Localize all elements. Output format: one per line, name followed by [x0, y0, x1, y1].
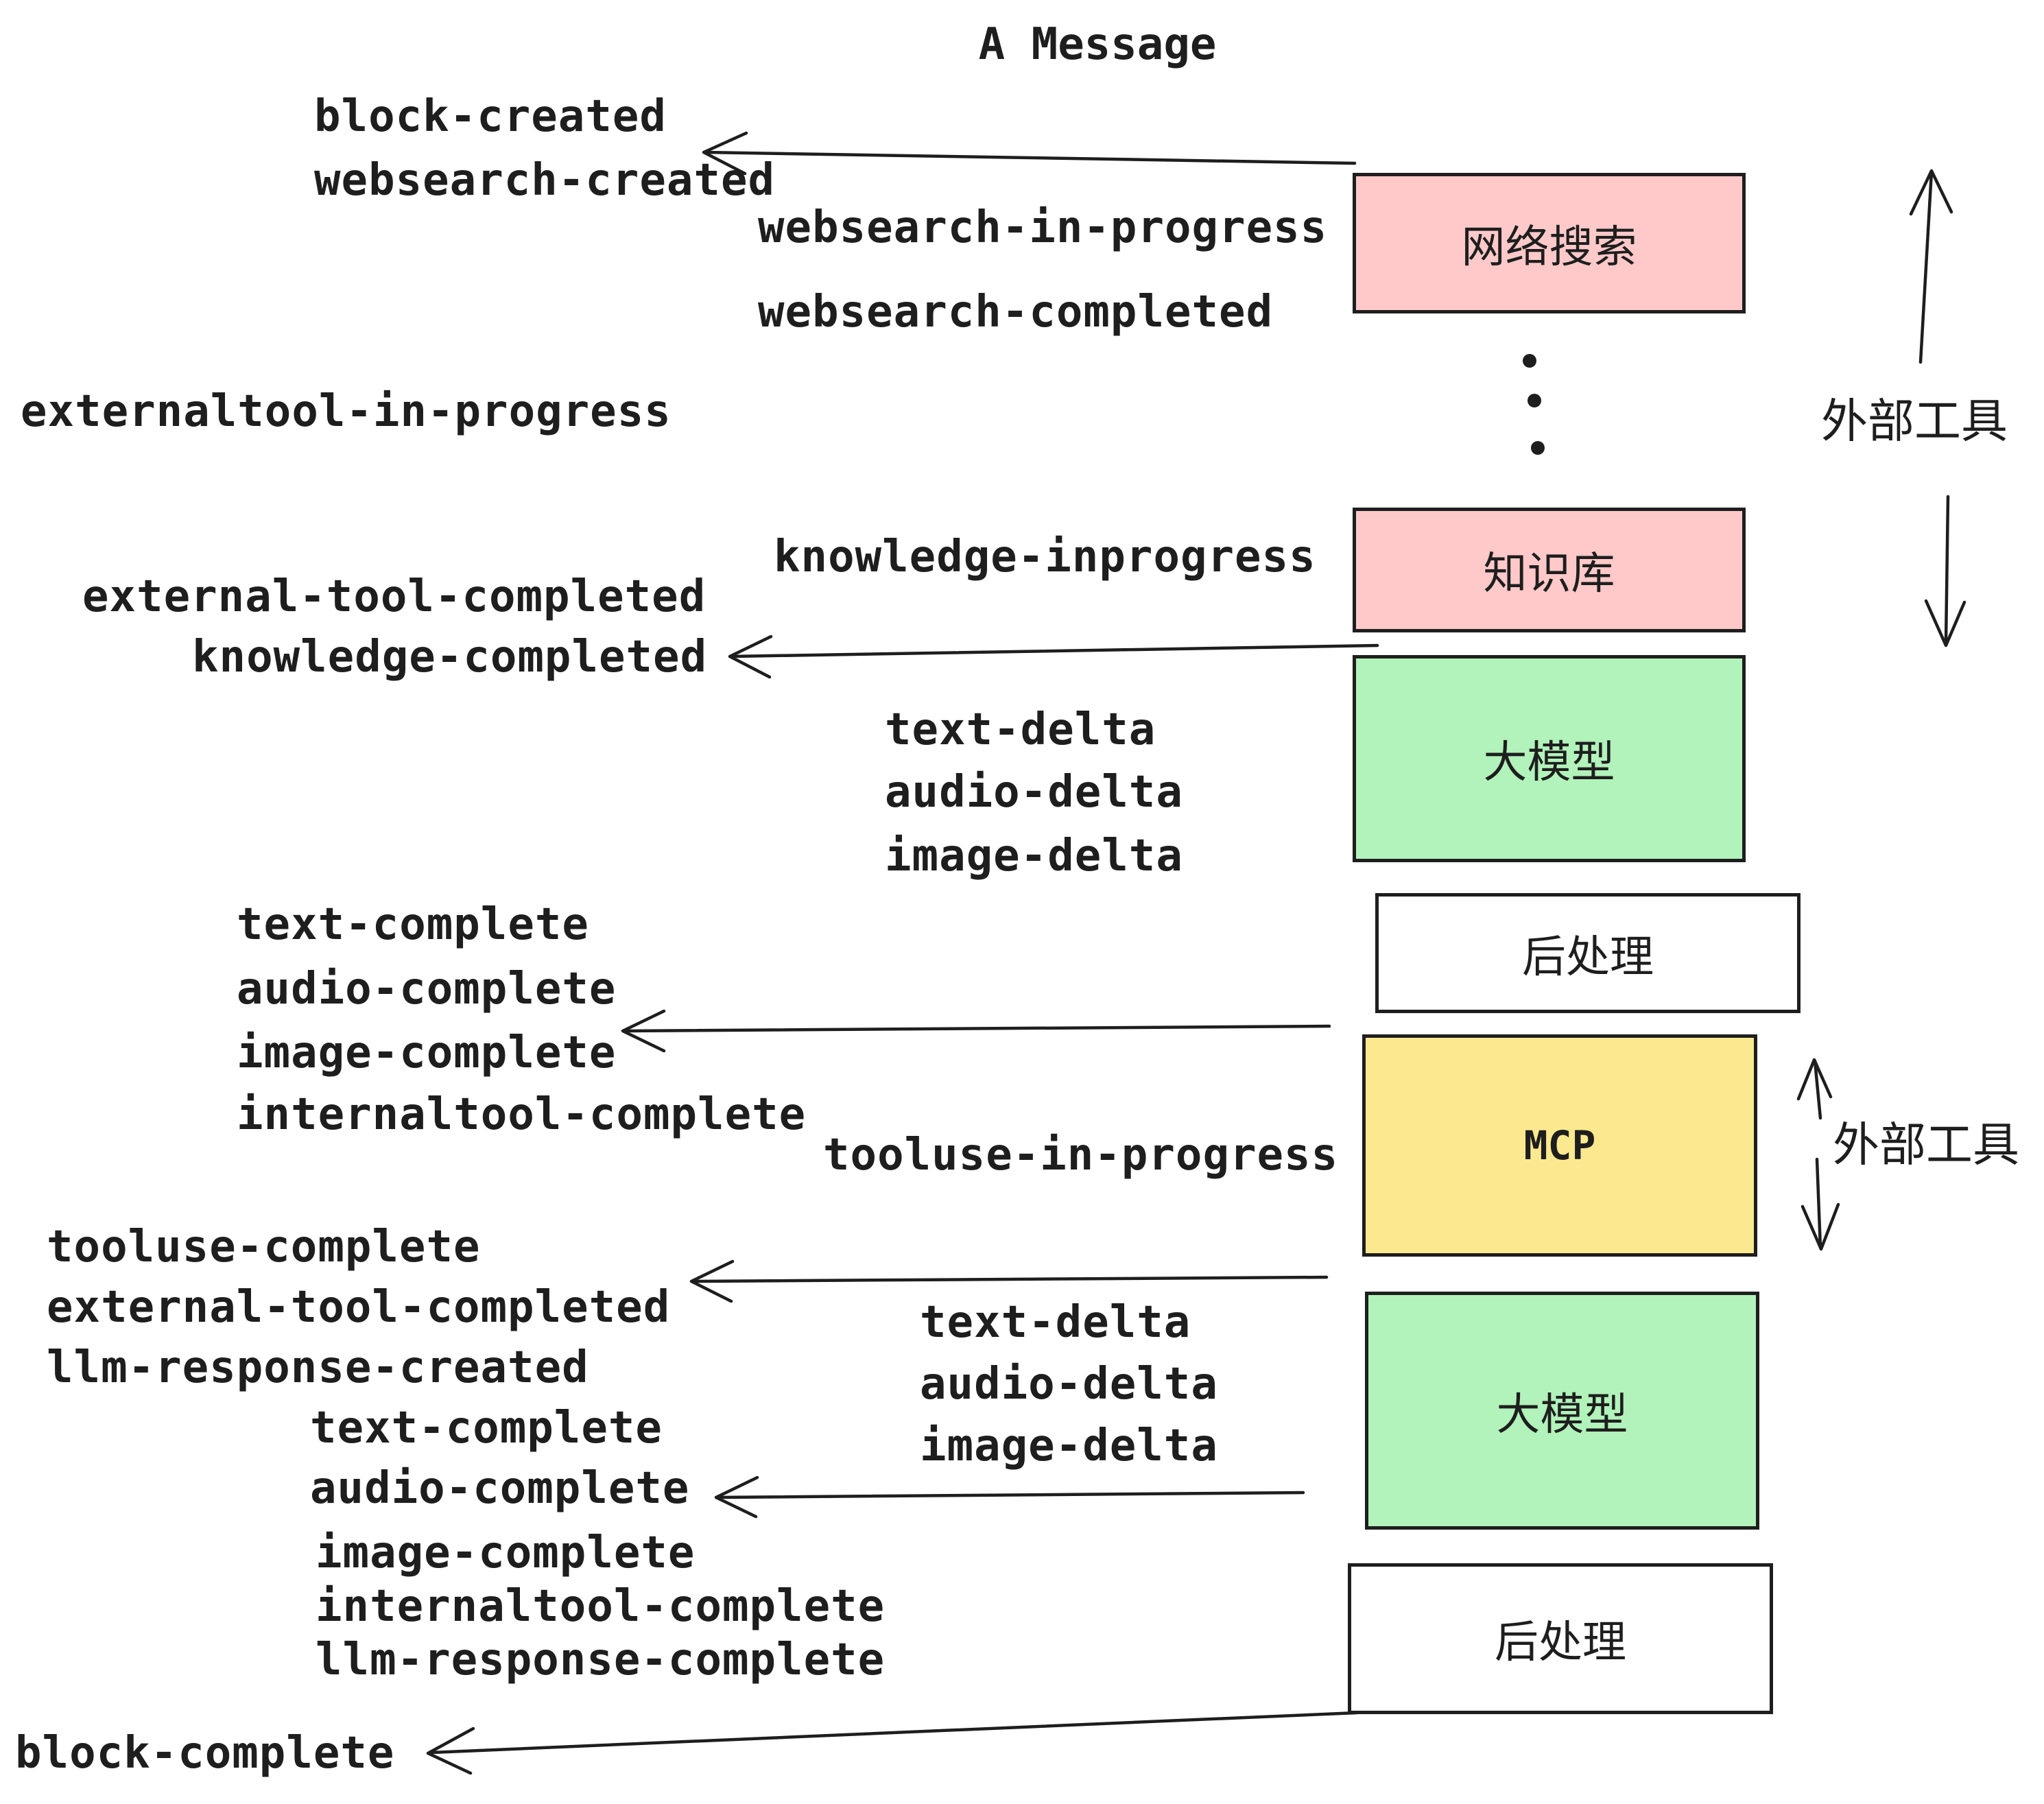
arrow-to-image-complete: [621, 1009, 1331, 1053]
event-block-created: block-created: [314, 91, 667, 142]
node-knowledge: 知识库: [1353, 508, 1746, 632]
node-llm-1-label: 大模型: [1483, 737, 1615, 787]
node-mcp: MCP: [1362, 1034, 1757, 1257]
arrow-to-knowledge-completed: [728, 634, 1379, 679]
event-websearch-created: websearch-created: [314, 155, 776, 206]
event-internaltool-complete-2: internaltool-complete: [316, 1581, 886, 1632]
external-tools-up-arrow-top: [1909, 169, 1953, 364]
ellipsis-dots: [1523, 354, 1545, 455]
external-tools-label-top: 外部工具: [1821, 395, 2008, 448]
event-tooluse-in-progress: tooluse-in-progress: [823, 1130, 1339, 1180]
node-postprocess-1: 后处理: [1375, 893, 1801, 1013]
arrow-to-audio-complete: [714, 1475, 1305, 1519]
node-llm-2-label: 大模型: [1496, 1389, 1628, 1439]
event-websearch-in-progress: websearch-in-progress: [758, 202, 1328, 253]
event-text-complete-1: text-complete: [237, 899, 589, 950]
node-llm-1: 大模型: [1353, 655, 1746, 862]
diagram-title: A Message: [978, 19, 1217, 70]
event-audio-complete-1: audio-complete: [237, 964, 617, 1014]
node-knowledge-label: 知识库: [1483, 549, 1615, 598]
event-text-delta-1: text-delta: [885, 704, 1156, 755]
event-text-complete-2: text-complete: [310, 1403, 663, 1453]
event-audio-delta-2: audio-delta: [920, 1359, 1218, 1410]
node-mcp-label: MCP: [1523, 1122, 1596, 1169]
event-image-complete-2: image-complete: [316, 1528, 696, 1578]
event-audio-complete-2: audio-complete: [310, 1463, 690, 1514]
arrow-to-block-created: [702, 131, 1357, 176]
external-tools-label-mid: 外部工具: [1833, 1119, 2020, 1172]
event-llm-response-created: llm-response-created: [47, 1342, 589, 1393]
event-llm-response-complete: llm-response-complete: [316, 1635, 886, 1685]
node-websearch-label: 网络搜索: [1461, 222, 1637, 272]
external-tools-down-arrow-mid: [1801, 1157, 1840, 1251]
event-image-complete-1: image-complete: [237, 1028, 617, 1078]
node-postprocess-1-label: 后处理: [1522, 931, 1654, 982]
event-image-delta-1: image-delta: [885, 831, 1183, 881]
event-image-delta-2: image-delta: [920, 1421, 1218, 1471]
node-websearch: 网络搜索: [1353, 173, 1746, 313]
external-tools-down-arrow-top: [1924, 495, 1966, 648]
event-external-tool-completed-1: external-tool-completed: [82, 571, 706, 622]
event-external-tool-completed-2: external-tool-completed: [47, 1282, 671, 1333]
node-postprocess-2-label: 后处理: [1495, 1617, 1626, 1667]
external-tools-up-arrow-mid: [1796, 1058, 1833, 1120]
event-audio-delta-1: audio-delta: [885, 767, 1183, 818]
arrow-to-external-tool-completed: [689, 1259, 1329, 1303]
event-tooluse-complete: tooluse-complete: [47, 1222, 481, 1272]
event-block-complete: block-complete: [15, 1728, 395, 1779]
event-knowledge-completed: knowledge-completed: [192, 632, 708, 683]
event-knowledge-inprogress: knowledge-inprogress: [774, 532, 1316, 582]
arrow-to-block-complete: [426, 1711, 1359, 1775]
event-websearch-completed: websearch-completed: [758, 287, 1274, 337]
event-text-delta-2: text-delta: [920, 1297, 1191, 1348]
node-llm-2: 大模型: [1365, 1292, 1759, 1530]
event-internaltool-complete-1: internaltool-complete: [237, 1089, 807, 1140]
event-externaltool-in-progress: externaltool-in-progress: [21, 386, 672, 437]
node-postprocess-2: 后处理: [1348, 1563, 1773, 1714]
